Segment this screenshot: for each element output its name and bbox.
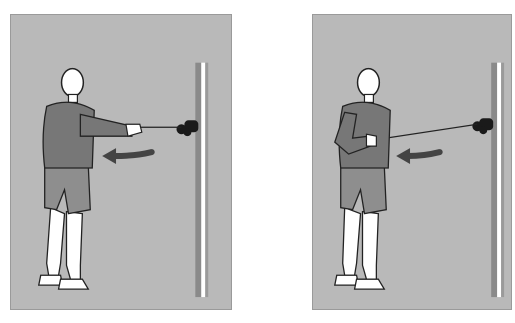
- end-position-svg: [313, 15, 511, 309]
- right-leg: [363, 212, 379, 280]
- shorts: [45, 166, 91, 214]
- wall-pole: [195, 63, 208, 297]
- left-shoe: [39, 275, 63, 285]
- right-leg: [66, 212, 82, 280]
- head: [358, 69, 380, 97]
- shorts: [341, 166, 387, 214]
- panel-end-position: [312, 14, 512, 310]
- panel-start-position: [10, 14, 232, 310]
- left-shoe: [335, 275, 359, 285]
- start-position-svg: [11, 15, 231, 309]
- head: [62, 69, 84, 97]
- hand: [366, 134, 376, 146]
- right-shoe: [355, 279, 385, 289]
- right-shoe: [59, 279, 89, 289]
- wall-pole: [491, 63, 504, 297]
